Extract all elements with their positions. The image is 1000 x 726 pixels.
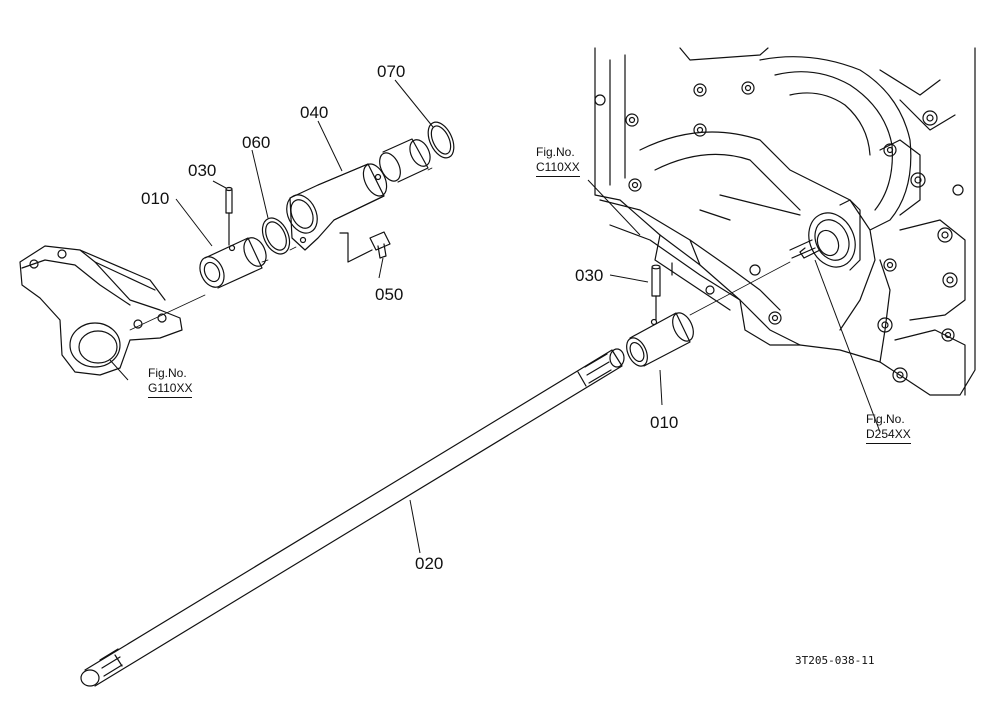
figure-ref-d254[interactable]: Fig.No. D254XX: [866, 412, 911, 444]
part-label-070: 070: [377, 62, 406, 81]
sleeve-040-end: [379, 138, 431, 183]
oring-060: [261, 217, 291, 255]
part-label-030-left: 030: [188, 161, 217, 180]
figure-ref-d254-code[interactable]: D254XX: [866, 427, 911, 444]
figure-ref-c110[interactable]: Fig.No. C110XX: [536, 145, 580, 177]
pin-030-right: [651, 262, 673, 321]
figure-ref-g110[interactable]: Fig.No. G110XX: [148, 366, 193, 398]
figure-ref-d254-prefix: Fig.No.: [866, 412, 905, 426]
transmission-housing: [594, 47, 976, 396]
assembly-axis-lower: [689, 261, 791, 316]
figure-ref-c110-code[interactable]: C110XX: [536, 160, 580, 177]
drawing-id: 3T205-038-11: [795, 654, 875, 667]
assembly-axis-upper: [129, 167, 433, 331]
leader-lines: [109, 79, 881, 554]
pin-030-left: [225, 186, 233, 246]
coupling-010-right: [626, 312, 694, 367]
output-flange: [789, 212, 856, 268]
bolt-050: [339, 231, 391, 263]
figure-ref-c110-prefix: Fig.No.: [536, 145, 575, 159]
part-label-030-right: 030: [575, 266, 604, 285]
part-label-010-left: 010: [141, 189, 170, 208]
oring-070: [427, 121, 455, 159]
housing-040: [286, 163, 388, 251]
part-label-060: 060: [242, 133, 271, 152]
support-bracket: [19, 245, 183, 376]
coupling-010-left: [199, 237, 267, 289]
shaft-020: [80, 348, 625, 687]
part-label-040: 040: [300, 103, 329, 122]
part-label-010-right: 010: [650, 413, 679, 432]
figure-ref-g110-code[interactable]: G110XX: [148, 381, 193, 398]
figure-ref-g110-prefix: Fig.No.: [148, 366, 187, 380]
part-label-050: 050: [375, 285, 404, 304]
part-label-020: 020: [415, 554, 444, 573]
